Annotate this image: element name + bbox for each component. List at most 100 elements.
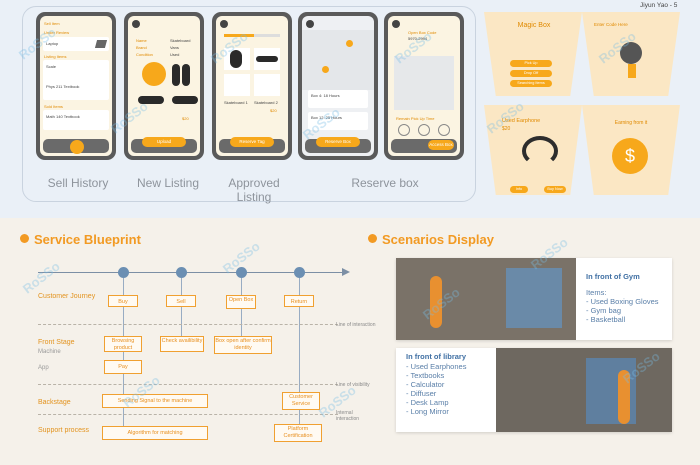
timer-icon xyxy=(438,124,450,136)
step-browsing: Browsing product xyxy=(104,336,142,352)
enter-code-label: Enter Code Here xyxy=(594,22,628,27)
list-item: - Calculator xyxy=(406,380,445,389)
buy-now-button[interactable]: Buy Now xyxy=(544,186,566,193)
field-label: Brand xyxy=(136,45,147,50)
dollar-icon: $ xyxy=(624,146,635,166)
map[interactable] xyxy=(302,30,374,90)
progress-bar xyxy=(224,34,254,37)
reserve-box-button[interactable]: Reserve Box xyxy=(316,137,360,147)
item-name: Skateboard 2 xyxy=(254,100,278,105)
step-open-box: Open Box xyxy=(226,295,256,309)
line-internal: Internal interaction xyxy=(336,410,360,422)
field-value[interactable]: Used xyxy=(170,52,180,57)
list-item: - Desk Lamp xyxy=(406,398,449,407)
location-map xyxy=(394,56,454,110)
skateboard-icon xyxy=(182,64,190,86)
remain-label: Remain Pick Up Time xyxy=(396,116,435,121)
list-item: - Long Mirror xyxy=(406,407,449,416)
access-box-button[interactable]: Access Box xyxy=(428,140,454,150)
coin-icon xyxy=(612,138,648,174)
item-card[interactable] xyxy=(224,74,250,96)
info-button[interactable]: Info xyxy=(510,186,528,193)
earning-caption: Earning from it xyxy=(614,120,648,126)
sold-label: Sold Items xyxy=(44,104,63,109)
box-option[interactable]: Box 12: 25 Hours xyxy=(311,115,342,120)
back-icon[interactable] xyxy=(306,20,314,28)
hand-icon xyxy=(628,64,636,78)
list-item[interactable]: Scale xyxy=(46,64,57,69)
skateboard-icon xyxy=(172,64,180,86)
bullet-icon xyxy=(368,234,377,243)
label-approved-listing: Approved Listing xyxy=(228,176,280,204)
journey-node xyxy=(236,267,247,278)
step-buy: Buy xyxy=(108,295,138,307)
row-machine: Machine xyxy=(38,349,61,355)
photo-icon xyxy=(142,62,166,86)
box-option[interactable]: Box 4: 18 Hours xyxy=(311,93,340,98)
phone-sell-history: Sell Item Under Review Laptop Listing It… xyxy=(36,12,116,160)
gym-title: In front of Gym xyxy=(586,272,640,281)
field-label: Name xyxy=(136,38,147,43)
code-header: Open Box Code xyxy=(408,30,437,35)
blueprint-title: Service Blueprint xyxy=(34,232,141,247)
list-item[interactable]: Laptop xyxy=(46,41,59,46)
field-value[interactable]: Vans xyxy=(170,45,179,50)
step-sending-signal: Sending Signal to the machine xyxy=(102,394,208,408)
pin-icon[interactable] xyxy=(346,40,353,47)
journey-node xyxy=(118,267,129,278)
field-label: Condition xyxy=(136,52,153,57)
author-label: Jiyun Yao - 5 xyxy=(640,2,678,9)
person-icon xyxy=(618,370,630,424)
listing-label: Listing Items xyxy=(44,54,67,59)
skateboard-icon xyxy=(172,96,198,104)
flow-frame xyxy=(22,6,476,202)
price: $20 xyxy=(270,108,277,113)
pin-icon[interactable] xyxy=(322,66,329,73)
list-item[interactable]: Math 140 Textbook xyxy=(46,114,80,119)
list-item[interactable]: Phys 211 Textbook xyxy=(46,84,80,89)
phone-approved-listing: Skateboard 1 Skateboard 2 $20 Reserve Ta… xyxy=(212,12,292,160)
row-front-stage: Front Stage xyxy=(38,339,75,346)
back-icon[interactable] xyxy=(132,20,140,28)
list-item: - Diffuser xyxy=(406,389,437,398)
item-card[interactable] xyxy=(254,74,280,96)
journey-node xyxy=(294,267,305,278)
search-button[interactable]: Searching Items xyxy=(510,80,552,87)
skateboard-icon xyxy=(230,50,242,68)
laptop-icon xyxy=(94,40,108,48)
row-support: Support process xyxy=(38,427,89,434)
pickup-button[interactable]: Pick Up xyxy=(510,60,552,67)
upload-button[interactable]: Upload xyxy=(142,137,186,147)
line-visibility: Line of visibility xyxy=(336,382,370,388)
header-text: Sell Item xyxy=(44,21,60,26)
step-customer-service: Customer Service xyxy=(282,392,320,410)
row-app: App xyxy=(38,365,49,371)
step-return: Return xyxy=(284,295,314,307)
label-reserve-box: Reserve box xyxy=(351,176,419,190)
skateboard-icon xyxy=(256,56,278,62)
list-item: - Gym bag xyxy=(586,306,622,315)
person-icon xyxy=(430,276,442,328)
library-title: In front of library xyxy=(406,352,466,361)
step-sell: Sell xyxy=(166,295,196,307)
journey-node xyxy=(176,267,187,278)
skateboard-icon xyxy=(138,96,164,104)
under-review-label: Under Review xyxy=(44,30,70,35)
back-icon[interactable] xyxy=(392,20,400,28)
label-new-listing: New Listing xyxy=(136,176,200,190)
field-value[interactable]: Skateboard xyxy=(170,38,191,43)
list-item: - Used Boxing Gloves xyxy=(586,297,659,306)
plus-icon[interactable] xyxy=(70,140,84,154)
label-sell-history: Sell History xyxy=(47,176,109,190)
dropoff-button[interactable]: Drop Off xyxy=(510,70,552,77)
step-check: Check availibility xyxy=(160,336,204,352)
headphones-icon xyxy=(522,136,558,166)
line-interaction: Line of interaction xyxy=(336,322,376,328)
row-backstage: Backstage xyxy=(38,399,71,406)
timer-icon xyxy=(418,124,430,136)
back-icon[interactable] xyxy=(220,20,228,28)
reserve-tag-button[interactable]: Reserve Tag xyxy=(230,137,274,147)
gym-items-label: Items: xyxy=(586,288,607,297)
open-code: 5970-2994 xyxy=(408,36,428,41)
